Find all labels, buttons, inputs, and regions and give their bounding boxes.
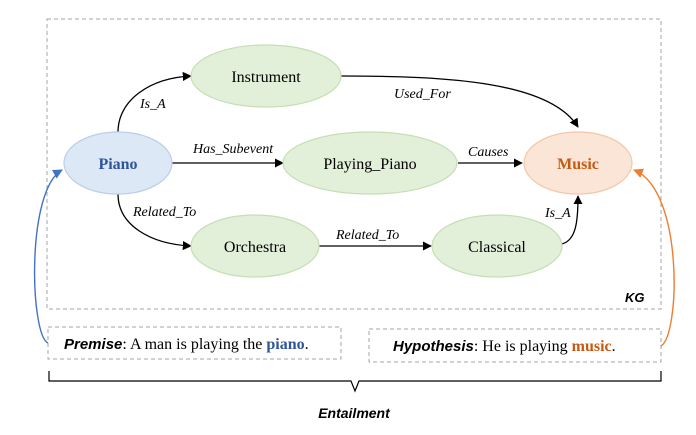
hypothesis-sentence: Hypothesis: He is playing music. xyxy=(393,338,616,355)
hypothesis-keyword: music xyxy=(572,338,612,355)
kg-label: KG xyxy=(625,290,645,305)
premise-to-piano-arrow xyxy=(33,169,63,344)
node-orchestra: Orchestra xyxy=(190,214,320,278)
node-label-orchestra: Orchestra xyxy=(224,239,286,256)
premise-keyword: piano xyxy=(266,336,304,353)
premise-text-before: : A man is playing the xyxy=(122,336,266,353)
hypothesis-text-after: . xyxy=(612,338,616,355)
node-label-piano: Piano xyxy=(98,156,137,173)
node-playing-piano: Playing_Piano xyxy=(282,131,458,195)
edge-label-used-for: Used_For xyxy=(394,87,451,102)
node-piano: Piano xyxy=(63,131,173,195)
edge-label-is-a-1: Is_A xyxy=(139,97,166,112)
node-instrument: Instrument xyxy=(190,44,342,108)
node-label-instrument: Instrument xyxy=(231,69,301,86)
entailment-brace xyxy=(48,371,662,393)
kg-frame xyxy=(46,18,662,310)
edge-piano-orchestra xyxy=(117,193,192,251)
node-label-music: Music xyxy=(557,156,599,173)
hypothesis-label: Hypothesis xyxy=(393,338,474,355)
edge-piano-instrument xyxy=(117,71,192,133)
premise-label: Premise xyxy=(64,336,122,353)
edge-label-causes: Causes xyxy=(468,145,509,160)
node-label-classical: Classical xyxy=(468,239,526,256)
entailment-label: Entailment xyxy=(318,405,391,421)
edge-label-has-subevent: Has_Subevent xyxy=(192,142,274,157)
node-music: Music xyxy=(523,131,633,195)
premise-sentence: Premise: A man is playing the piano. xyxy=(64,336,309,353)
edge-label-is-a-2: Is_A xyxy=(544,206,571,221)
edge-label-related-to-1: Related_To xyxy=(132,205,196,220)
premise-text-after: . xyxy=(305,336,309,353)
node-label-playing-piano: Playing_Piano xyxy=(323,156,416,173)
edge-label-related-to-2: Related_To xyxy=(335,228,399,243)
node-classical: Classical xyxy=(431,214,563,278)
hypothesis-to-music-arrow xyxy=(633,168,675,347)
hypothesis-text-before: : He is playing xyxy=(474,338,572,355)
edge-instrument-music xyxy=(340,75,579,128)
edge-classical-music xyxy=(561,195,583,245)
